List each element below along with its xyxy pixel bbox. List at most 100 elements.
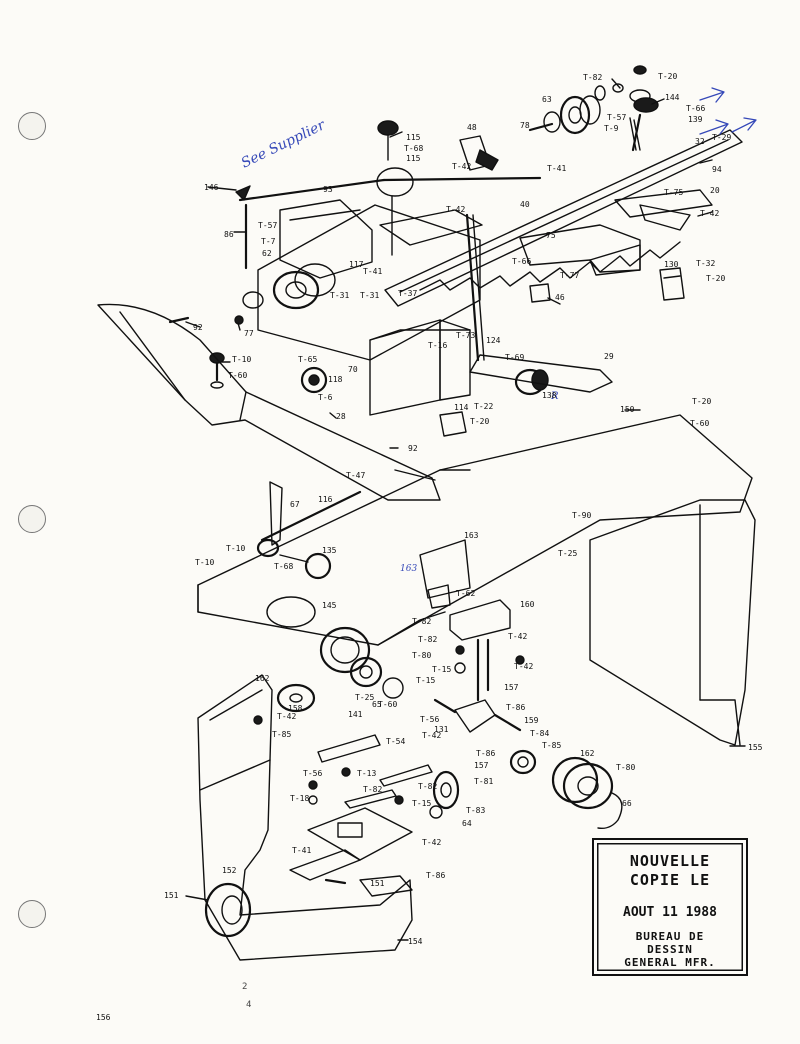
stamp-org-line-3: GENERAL MFR. bbox=[624, 956, 716, 969]
part-callout-label: T-25 bbox=[558, 549, 577, 558]
stamp-date: AOUT 11 1988 bbox=[623, 905, 717, 920]
part-callout-label: 64 bbox=[462, 819, 472, 828]
part-callout-label: 141 bbox=[348, 710, 363, 719]
part-callout-label: T-42 bbox=[700, 209, 719, 218]
part-callout-label: T-15 bbox=[416, 676, 435, 685]
part-callout-label: T-32 bbox=[696, 259, 715, 268]
part-callout-label: T-60 bbox=[378, 700, 397, 709]
part-callout-label: T-31 bbox=[330, 291, 349, 300]
part-callout-label: T-22 bbox=[474, 402, 493, 411]
part-callout-label: T-85 bbox=[272, 730, 291, 739]
part-callout-label: T-82 bbox=[418, 635, 437, 644]
part-callout-label: T-65 bbox=[298, 355, 317, 364]
part-callout-label: T-42 bbox=[446, 205, 465, 214]
part-callout-label: 77 bbox=[244, 329, 254, 338]
binder-hole-bottom bbox=[18, 900, 46, 928]
stamp-line-2: COPIE LE bbox=[629, 871, 711, 889]
stray-mark-2: 4 bbox=[246, 1000, 252, 1010]
part-callout-label: 156 bbox=[96, 1013, 111, 1022]
part-callout-label: 151 bbox=[370, 879, 385, 888]
part-callout-label: 63 bbox=[542, 95, 552, 104]
part-callout-label: T-80 bbox=[412, 651, 431, 660]
part-callout-label: 32 bbox=[695, 137, 705, 146]
part-callout-label: 155 bbox=[748, 743, 763, 752]
part-callout-label: 92 bbox=[193, 323, 203, 332]
part-callout-label: T-81 bbox=[474, 777, 493, 786]
stamp-org-line-1: BUREAU DE bbox=[635, 930, 705, 943]
part-callout-label: 144 bbox=[665, 93, 680, 102]
part-callout-label: 131 bbox=[434, 725, 449, 734]
part-callout-label: T-20 bbox=[470, 417, 489, 426]
part-callout-label: 151 bbox=[164, 891, 179, 900]
part-callout-label: 93 bbox=[323, 185, 333, 194]
handwritten-supplier-note: See Supplier bbox=[239, 117, 329, 172]
part-callout-label: 92 bbox=[408, 444, 418, 453]
lower-stand-assembly bbox=[197, 674, 623, 961]
part-callout-label: 86 bbox=[224, 230, 234, 239]
upper-head-assembly bbox=[168, 65, 743, 437]
part-callout-label: 67 bbox=[290, 500, 300, 509]
handwritten-mark-163: 163 bbox=[400, 564, 417, 574]
part-callout-label: T-86 bbox=[426, 871, 445, 880]
part-callout-label: 163 bbox=[464, 531, 479, 540]
part-callout-label: T-85 bbox=[542, 741, 561, 750]
part-callout-label: T-15 bbox=[412, 799, 431, 808]
part-callout-label: 124 bbox=[486, 336, 501, 345]
part-callout-label: T-29 bbox=[712, 133, 731, 142]
part-callout-label: T-62 bbox=[456, 589, 475, 598]
part-callout-label: 154 bbox=[408, 937, 423, 946]
part-callout-label: 150 bbox=[620, 405, 635, 414]
part-callout-label: 78 bbox=[520, 121, 530, 130]
part-callout-label: 48 bbox=[467, 123, 477, 132]
part-callout-label: T-82 bbox=[363, 785, 382, 794]
part-callout-label: 157 bbox=[504, 683, 519, 692]
part-callout-label: T-60 bbox=[228, 371, 247, 380]
stamp-org-line-2: DESSIN bbox=[647, 943, 693, 956]
part-callout-label: T-56 bbox=[303, 769, 322, 778]
part-callout-label: T-42 bbox=[452, 162, 471, 171]
part-callout-label: T-69 bbox=[505, 353, 524, 362]
part-callout-label: T-20 bbox=[692, 397, 711, 406]
part-callout-label: T-42 bbox=[508, 632, 527, 641]
part-callout-label: 66 bbox=[622, 799, 632, 808]
part-callout-label: T-82 bbox=[583, 73, 602, 82]
part-callout-label: T-68 bbox=[274, 562, 293, 571]
part-callout-label: T-68 bbox=[404, 144, 423, 153]
part-callout-label: 138 bbox=[542, 391, 557, 400]
part-callout-label: T-66 bbox=[686, 104, 705, 113]
part-callout-label: T-15 bbox=[432, 665, 451, 674]
part-callout-label: T-66 bbox=[512, 257, 531, 266]
part-callout-label: 162 bbox=[580, 749, 595, 758]
part-callout-label: 117 bbox=[349, 260, 364, 269]
part-callout-label: 135 bbox=[322, 546, 337, 555]
part-callout-label: T-82 bbox=[418, 782, 437, 791]
part-callout-label: T-42 bbox=[422, 838, 441, 847]
part-callout-label: 46 bbox=[555, 293, 565, 302]
part-callout-label: 29 bbox=[604, 352, 614, 361]
part-callout-label: 159 bbox=[524, 716, 539, 725]
part-callout-label: 157 bbox=[474, 761, 489, 770]
part-callout-label: T-16 bbox=[428, 341, 447, 350]
part-callout-label: T-84 bbox=[530, 729, 549, 738]
part-callout-label: T-83 bbox=[466, 806, 485, 815]
part-callout-label: T-47 bbox=[346, 471, 365, 480]
part-callout-label: 114 bbox=[454, 403, 469, 412]
part-callout-label: T-25 bbox=[355, 693, 374, 702]
part-callout-label: T-41 bbox=[363, 267, 382, 276]
part-callout-label: T-20 bbox=[706, 274, 725, 283]
handwritten-mark-r: R bbox=[550, 391, 559, 402]
part-callout-label: 28 bbox=[336, 412, 346, 421]
part-callout-label: T-57 bbox=[258, 221, 277, 230]
part-callout-label: T-31 bbox=[360, 291, 379, 300]
table-assembly bbox=[97, 303, 756, 746]
part-callout-label: T-42 bbox=[277, 712, 296, 721]
part-callout-label: T-73 bbox=[456, 331, 475, 340]
part-callout-label: 162 bbox=[255, 674, 270, 683]
part-callout-label: T-41 bbox=[547, 164, 566, 173]
part-callout-label: 20 bbox=[710, 186, 720, 195]
part-callout-label: T-20 bbox=[658, 72, 677, 81]
part-callout-label: T-10 bbox=[226, 544, 245, 553]
